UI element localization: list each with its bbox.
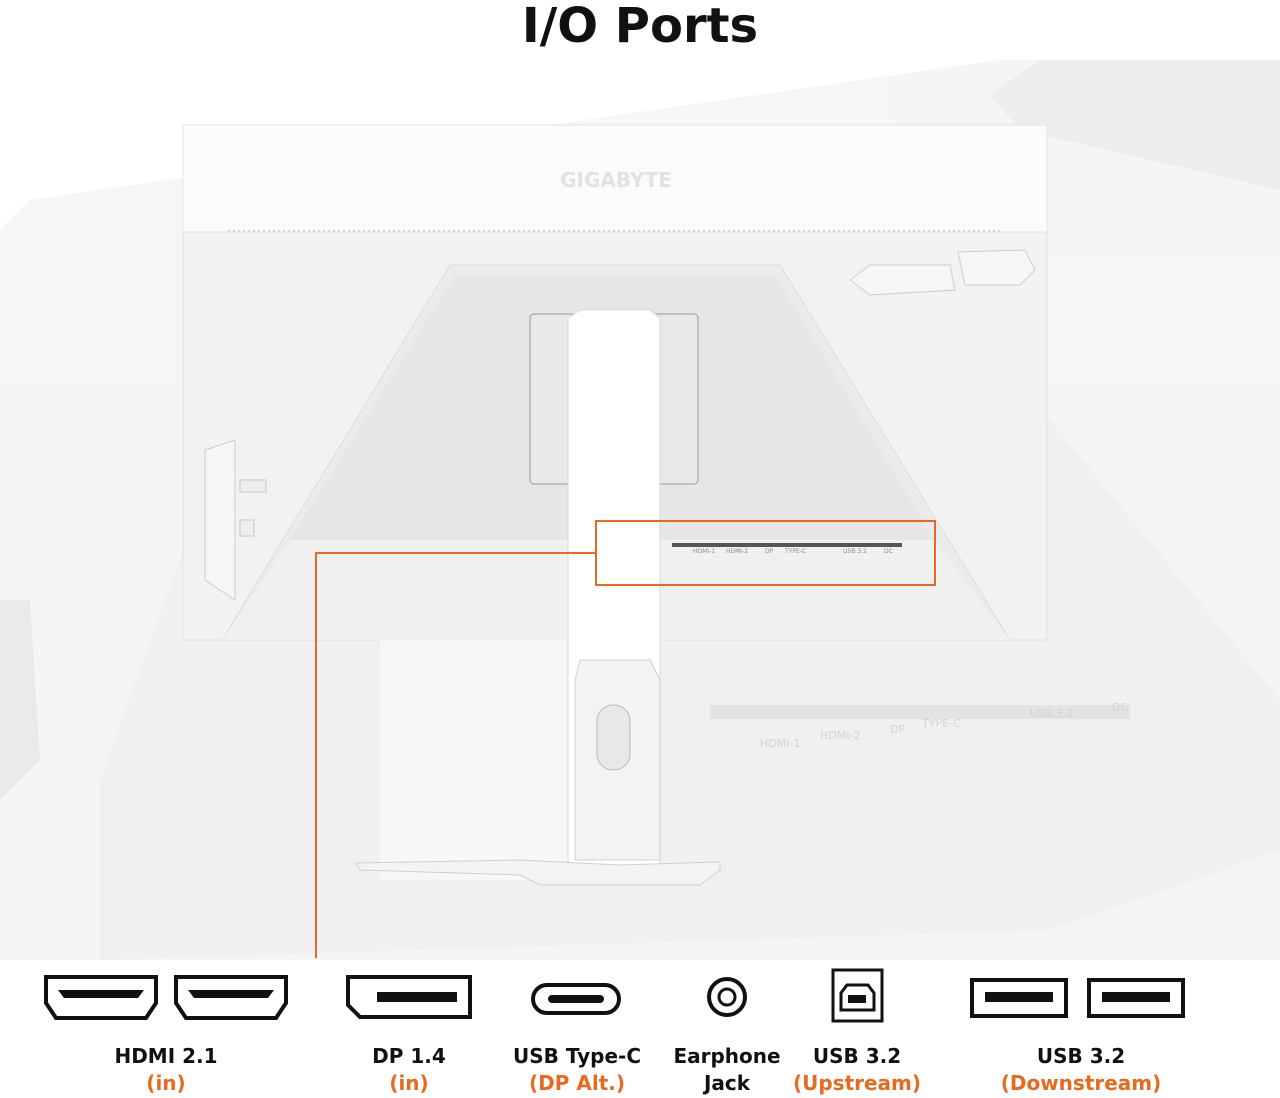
displayport-icon — [346, 975, 472, 1019]
panel-label-hdmi2: HDMI-2 — [726, 548, 748, 555]
hdmi-port-icon-2 — [174, 975, 288, 1020]
port-detail: (in) — [389, 1071, 429, 1095]
monitor-stand — [355, 309, 721, 886]
svg-text:DC: DC — [1112, 701, 1128, 714]
brand-logo: GIGABYTE — [560, 168, 672, 192]
port-name: DP 1.4 — [372, 1044, 446, 1068]
port-label-hdmi: HDMI 2.1 (in) — [114, 1043, 217, 1097]
svg-text:TYPE-C: TYPE-C — [921, 717, 961, 730]
port-label-dp: DP 1.4 (in) — [372, 1043, 446, 1097]
hdmi-port-icon — [44, 975, 158, 1020]
earphone-jack-icon — [707, 977, 747, 1017]
port-icons-row — [44, 968, 1185, 1023]
port-name: HDMI 2.1 — [114, 1044, 218, 1068]
panel-label-usb: USB 3.2 — [843, 548, 867, 555]
port-detail: (in) — [146, 1071, 186, 1095]
port-detail: (Upstream) — [792, 1071, 922, 1095]
panel-label-typec: TYPE-C — [784, 548, 806, 555]
port-name: USB Type-C — [512, 1044, 642, 1068]
port-name: USB 3.2 — [1036, 1044, 1126, 1068]
svg-text:DP: DP — [890, 723, 905, 736]
port-detail: (Downstream) — [1000, 1071, 1162, 1095]
port-label-usb-upstream: USB 3.2 (Upstream) — [793, 1043, 921, 1097]
port-detail: (DP Alt.) — [529, 1071, 625, 1095]
panel-label-dc: DC — [884, 548, 893, 555]
panel-label-dp: DP — [765, 548, 774, 555]
page-title: I/O Ports — [521, 0, 759, 54]
port-label-usb-c: USB Type-C (DP Alt.) — [513, 1043, 641, 1097]
usb-a-port-icon — [970, 978, 1068, 1018]
port-name: USB 3.2 — [812, 1044, 902, 1068]
usb-b-port-icon — [831, 968, 884, 1023]
port-detail: Jack — [703, 1071, 751, 1095]
svg-text:HDMI-2: HDMI-2 — [820, 729, 860, 742]
port-label-usb-downstream: USB 3.2 (Downstream) — [1001, 1043, 1162, 1097]
usb-c-port-icon — [531, 983, 621, 1015]
port-label-earphone: Earphone Jack — [673, 1043, 780, 1097]
panel-label-hdmi1: HDMI-1 — [693, 548, 715, 555]
svg-text:USB 3.2: USB 3.2 — [1030, 707, 1074, 720]
usb-a-port-icon-2 — [1087, 978, 1185, 1018]
port-name: Earphone — [673, 1044, 781, 1068]
io-callout — [315, 520, 936, 958]
svg-text:HDMI-1: HDMI-1 — [760, 737, 800, 750]
